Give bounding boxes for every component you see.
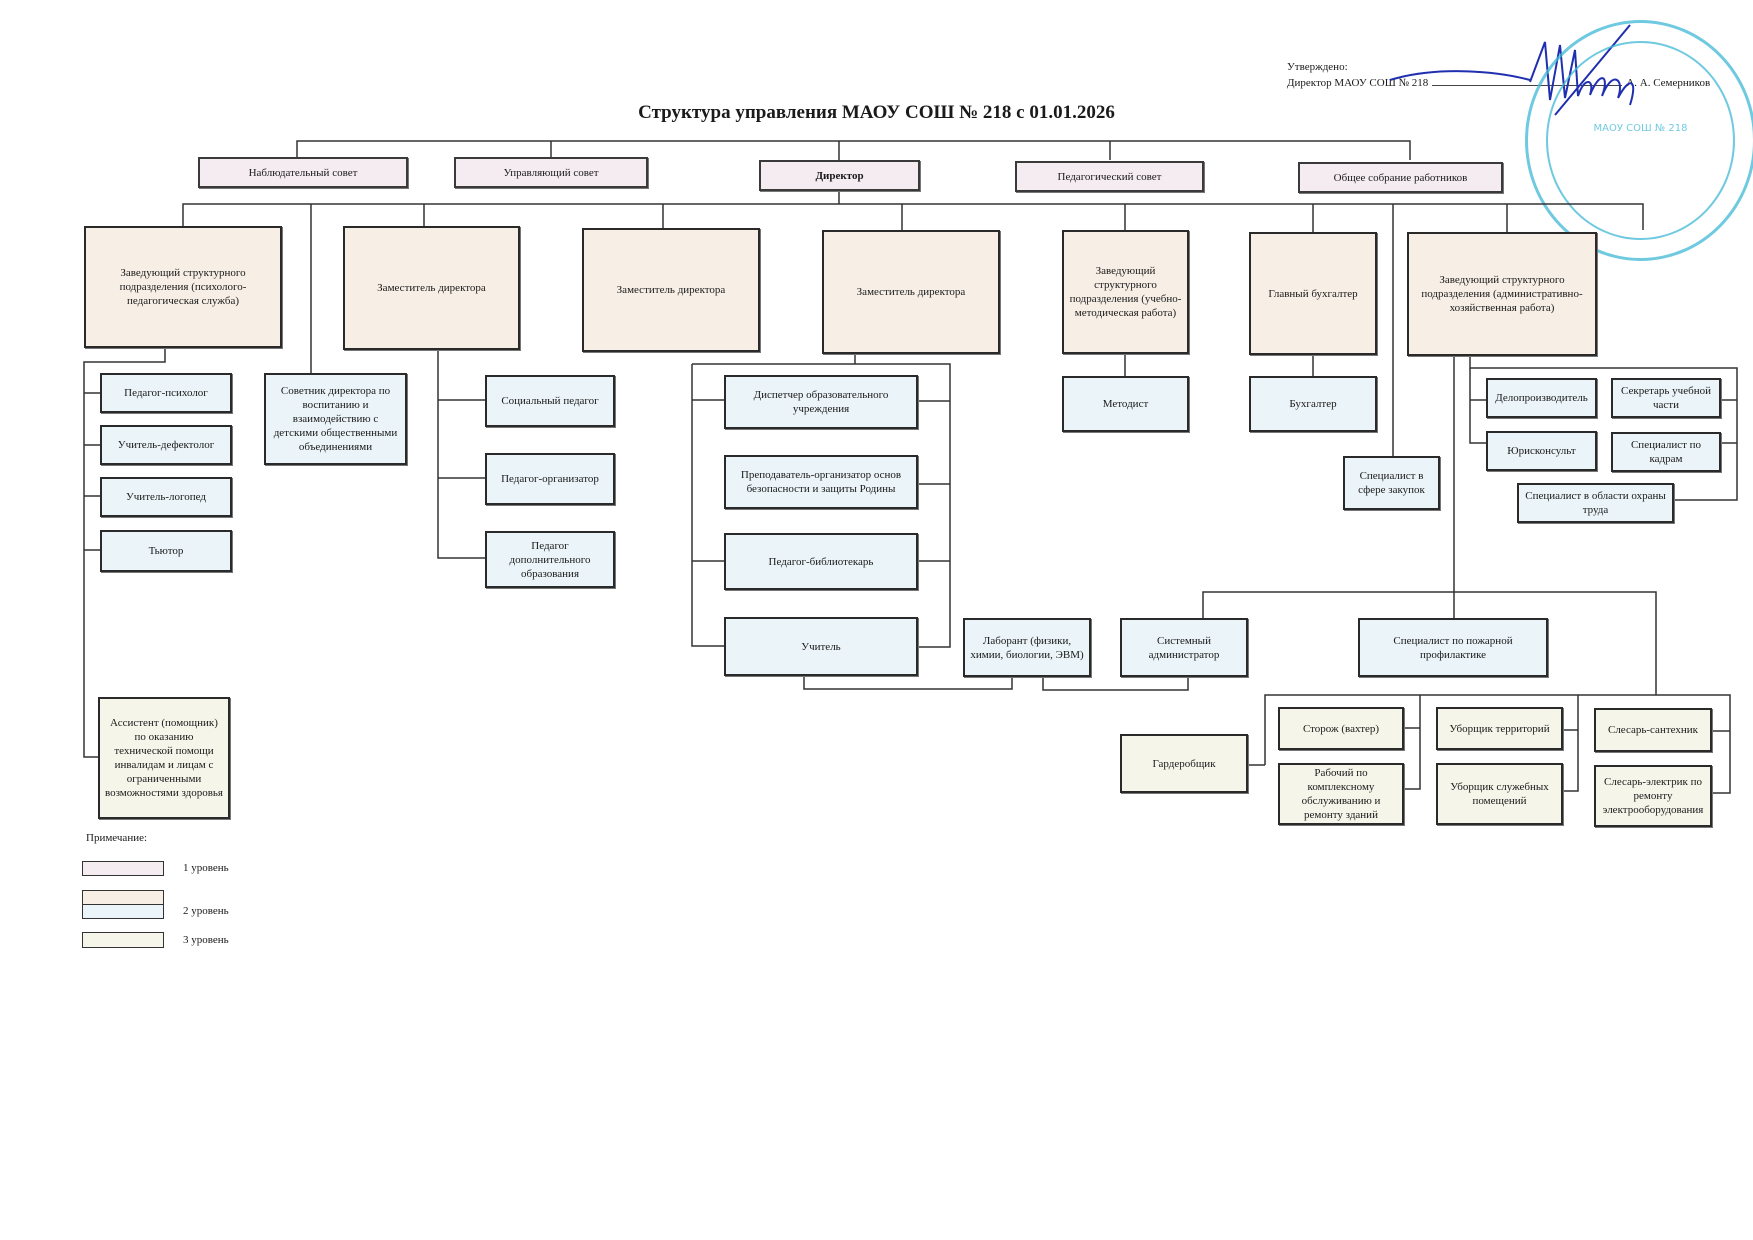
box-label: Педагог-библиотекарь xyxy=(768,555,874,568)
box-label: Педагогический совет xyxy=(1057,170,1162,183)
box-label: Заведующий структурного подразделения (а… xyxy=(1421,274,1583,314)
legend-label-level3: 3 уровень xyxy=(183,934,229,946)
box-label: Общее собрание работников xyxy=(1333,171,1468,184)
staff-librarian: Педагог-библиотекарь xyxy=(724,533,918,590)
box-label: Советник директора по воспитанию и взаим… xyxy=(273,385,398,453)
staff-repair-worker: Рабочий по комплексному обслуживанию и р… xyxy=(1278,763,1404,825)
box-label: Учитель xyxy=(801,640,841,653)
staff-plumber: Слесарь-сантехник xyxy=(1594,708,1712,752)
staff-study-secretary: Секретарь учебной части xyxy=(1611,378,1721,418)
staff-director-advisor: Советник директора по воспитанию и взаим… xyxy=(264,373,407,465)
box-label: Секретарь учебной части xyxy=(1621,385,1711,411)
staff-dispatcher: Диспетчер образовательного учреждения xyxy=(724,375,918,429)
pedagogical-council: Педагогический совет xyxy=(1015,161,1204,192)
box-label: Заместитель директора xyxy=(616,284,726,296)
box-label: Учитель-логопед xyxy=(125,491,206,503)
staff-territory-cleaner: Уборщик территорий xyxy=(1436,707,1563,750)
box-label: Методист xyxy=(1102,398,1149,410)
staff-defectologist: Учитель-дефектолог xyxy=(100,425,232,465)
deputy-director-2: Заместитель директора xyxy=(582,228,760,352)
head-methodical-work: Заведующий структурного подразделения (у… xyxy=(1062,230,1189,354)
box-label: Рабочий по комплексному обслуживанию и р… xyxy=(1301,767,1381,821)
box-label: Заведующий структурного подразделения (у… xyxy=(1069,265,1182,319)
box-label: Главный бухгалтер xyxy=(1268,287,1358,300)
box-label: Педагог дополнительного образования xyxy=(509,539,591,580)
head-admin-household: Заведующий структурного подразделения (а… xyxy=(1407,232,1597,356)
director: Директор xyxy=(759,160,920,191)
box-label: Делопроизводитель xyxy=(1495,392,1588,404)
staff-teacher: Учитель xyxy=(724,617,918,676)
box-label: Наблюдательный совет xyxy=(248,166,358,179)
box-label: Бухгалтер xyxy=(1289,398,1337,410)
box-label: Педагог-организатор xyxy=(501,473,599,485)
staff-methodist: Методист xyxy=(1062,376,1189,432)
box-label: Управляющий совет xyxy=(503,166,599,179)
staff-fire-prevention: Специалист по пожарной профилактике xyxy=(1358,618,1548,677)
staff-assistant-disabled: Ассистент (помощник) по оказанию техниче… xyxy=(98,697,230,819)
staff-cloakroom: Гардеробщик xyxy=(1120,734,1248,793)
box-label: Учитель-дефектолог xyxy=(117,439,215,451)
box-label: Гардеробщик xyxy=(1152,757,1216,770)
box-label: Специалист по пожарной профилактике xyxy=(1393,634,1513,661)
legend-label-level2: 2 уровень xyxy=(183,905,229,917)
staff-office-cleaner: Уборщик служебных помещений xyxy=(1436,763,1563,825)
legend-swatch-level3 xyxy=(82,932,164,948)
board-supervisory: Наблюдательный совет xyxy=(198,157,408,188)
deputy-director-3: Заместитель директора xyxy=(822,230,1000,354)
general-staff-meeting: Общее собрание работников xyxy=(1298,162,1503,193)
box-label: Специалист в области охраны труда xyxy=(1525,490,1666,516)
staff-legal-counsel: Юрисконсульт xyxy=(1486,431,1597,471)
staff-speech-therapist: Учитель-логопед xyxy=(100,477,232,517)
box-label: Заместитель директора xyxy=(377,282,486,294)
staff-clerk: Делопроизводитель xyxy=(1486,378,1597,418)
box-label: Тьютор xyxy=(148,545,184,557)
legend-swatch-level2-admin xyxy=(82,890,164,905)
legend-title: Примечание: xyxy=(86,832,148,844)
chief-accountant: Главный бухгалтер xyxy=(1249,232,1377,355)
head-psych-service: Заведующий структурного подразделения (п… xyxy=(84,226,282,348)
box-label: Слесарь-электрик по ремонту электрообору… xyxy=(1602,776,1704,816)
box-label: Лаборант (физики, химии, биологии, ЭВМ) xyxy=(970,634,1084,661)
legend-swatch-level2-staff xyxy=(82,904,164,919)
box-label: Специалист в сфере закупок xyxy=(1358,470,1425,496)
legend-label-level1: 1 уровень xyxy=(183,862,229,874)
box-label: Диспетчер образовательного учреждения xyxy=(753,389,889,415)
staff-electrician: Слесарь-электрик по ремонту электрообору… xyxy=(1594,765,1712,827)
board-governing: Управляющий совет xyxy=(454,157,648,188)
box-label: Педагог-психолог xyxy=(124,387,208,399)
box-label: Уборщик служебных помещений xyxy=(1450,781,1549,807)
legend-swatch-level1 xyxy=(82,861,164,876)
staff-labor-safety: Специалист в области охраны труда xyxy=(1517,483,1674,523)
staff-additional-education: Педагог дополнительного образования xyxy=(485,531,615,588)
staff-pedagogue-organizer: Педагог-организатор xyxy=(485,453,615,505)
box-label: Уборщик территорий xyxy=(1449,722,1550,735)
signature-line xyxy=(1432,75,1623,86)
staff-psychologist: Педагог-психолог xyxy=(100,373,232,413)
staff-accountant: Бухгалтер xyxy=(1249,376,1377,432)
staff-procurement: Специалист в сфере закупок xyxy=(1343,456,1440,510)
box-label: Сторож (вахтер) xyxy=(1302,722,1380,735)
box-label: Слесарь-сантехник xyxy=(1607,724,1698,736)
staff-hr-specialist: Специалист по кадрам xyxy=(1611,432,1721,472)
box-label: Социальный педагог xyxy=(501,395,599,407)
approved-label: Утверждено: xyxy=(1287,61,1348,73)
deputy-director-1: Заместитель директора xyxy=(343,226,520,350)
page-title: Структура управления МАОУ СОШ № 218 с 01… xyxy=(638,102,1115,123)
box-label: Юрисконсульт xyxy=(1507,445,1576,457)
box-label: Системный администратор xyxy=(1148,634,1220,661)
box-label: Заведующий структурного подразделения (п… xyxy=(119,267,247,307)
box-label: Заместитель директора xyxy=(856,286,966,298)
box-label: Ассистент (помощник) по оказанию техниче… xyxy=(105,717,223,799)
official-stamp: МАОУ СОШ № 218 xyxy=(1525,20,1753,261)
staff-watchman: Сторож (вахтер) xyxy=(1278,707,1404,750)
box-label: Директор xyxy=(815,169,864,182)
staff-sysadmin: Системный администратор xyxy=(1120,618,1248,677)
staff-lab-assistant: Лаборант (физики, химии, биологии, ЭВМ) xyxy=(963,618,1091,677)
staff-social-pedagogue: Социальный педагог xyxy=(485,375,615,427)
box-label: Преподаватель-организатор основ безопасн… xyxy=(740,469,902,495)
staff-tutor: Тьютор xyxy=(100,530,232,572)
box-label: Специалист по кадрам xyxy=(1630,439,1702,465)
staff-safety-teacher: Преподаватель-организатор основ безопасн… xyxy=(724,455,918,509)
